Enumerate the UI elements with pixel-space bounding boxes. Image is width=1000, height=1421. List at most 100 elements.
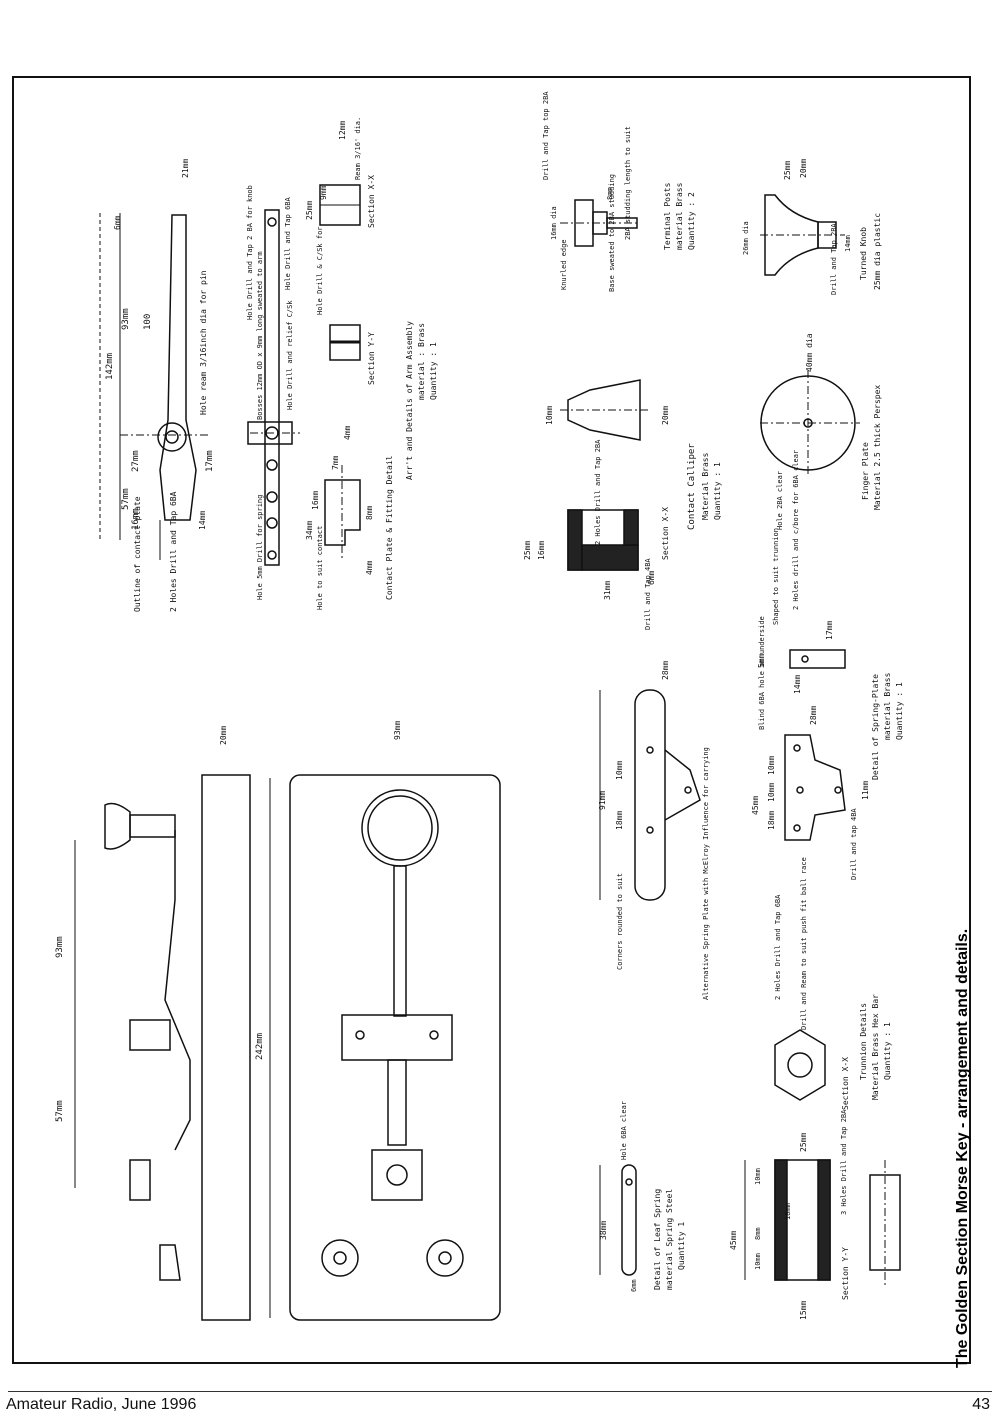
trunnion-material: Material Brass Hex Bar: [871, 994, 880, 1100]
finger-plate-material: Material 2.5 thick Perspex: [873, 385, 882, 510]
spring-plate-dim-11: 11mm: [861, 781, 870, 800]
turned-knob-note-tap: Drill and Tap 2BA: [830, 223, 838, 295]
trunnion-title: Trunnion Details: [859, 1003, 868, 1080]
spring-plate-quantity: Quantity : 1: [895, 682, 904, 740]
leaf-spring-dim-6: 6mm: [630, 1279, 638, 1292]
turned-knob-dim-25: 25mm: [783, 161, 792, 180]
arm-assembly-note-tap: Hole Drill and Tap 6BA: [284, 196, 292, 290]
arm-dim-57: 57mm: [121, 488, 131, 510]
trunnion-section-yy: Section Y-Y: [841, 1247, 850, 1300]
calliper-dim-25: 25mm: [523, 541, 532, 560]
trunnion-dim-8: 8mm: [754, 1227, 762, 1240]
calliper-dim-16: 16mm: [537, 541, 546, 560]
turned-knob-dim-20: 20mm: [799, 159, 808, 178]
finger-plate-note-hole: Hole 2BA clear: [776, 471, 784, 530]
alt-spring-note-corners: Corners rounded to suit: [616, 873, 624, 970]
footer-page-number: 43: [972, 1396, 990, 1413]
trunnion-dim-15: 15mm: [799, 1301, 808, 1320]
terminal-posts-title: Terminal Posts: [663, 182, 672, 250]
turned-knob-dim-14: 14mm: [844, 235, 852, 252]
spring-plate-title: Detail of Spring-Plate: [871, 674, 880, 780]
spring-plate-note-blind: Blind 6BA hole on underside: [758, 616, 766, 730]
section-xx-ream-note: Ream 3/16' dia.: [354, 117, 362, 180]
arm-assembly-quantity: Quantity : 1: [429, 342, 438, 400]
leaf-spring-dim-38: 38mm: [599, 1221, 608, 1240]
trunnion-note-3holes: 3 Holes Drill and Tap 2BA: [840, 1109, 848, 1215]
calliper-note-tap: Drill and Tap 4BA: [644, 558, 652, 630]
calliper-dim-20: 20mm: [661, 406, 670, 425]
alt-spring-dim-18: 18mm: [615, 811, 624, 830]
spring-plate-dim-17: 17mm: [825, 621, 834, 640]
spring-plate-dim-45: 45mm: [751, 796, 760, 815]
arm-note-ream: Hole ream 3/16inch dia for pin: [199, 270, 208, 415]
arm-assembly-dim-7: 7mm: [331, 455, 340, 470]
arm-assembly-dim-4b: 4mm: [343, 425, 352, 440]
calliper-dim-31: 31mm: [603, 581, 612, 600]
arm-note-outline: Outline of contact plate: [133, 496, 142, 612]
terminal-posts-note-tap: Drill and Tap top 2BA: [542, 91, 550, 180]
spring-plate-dim-5: 5mm: [757, 653, 766, 668]
terminal-post-detail: [560, 199, 640, 247]
arm-assembly-note-bosses: Bosses 12mm OD x 9mm long sweated to arm: [256, 251, 264, 420]
trunnion-dim-45: 45mm: [729, 1231, 738, 1250]
arm-assembly-note-spring-hole: Hole 5mm Drill for spring: [256, 495, 264, 600]
drawing-frame: [12, 76, 971, 1364]
trunnion-detail: [744, 1029, 901, 1285]
arm-assembly-note-relief: Hole Drill and relief C/Sk: [286, 300, 294, 410]
alt-spring-dim-10: 10mm: [615, 761, 624, 780]
arm-assembly-dim-8: 8mm: [365, 505, 374, 520]
finger-plate-detail: [760, 370, 860, 475]
arm-assembly-material: material : Brass: [417, 323, 426, 400]
footer-publication: Amateur Radio, June 1996: [6, 1396, 197, 1413]
terminal-posts-dim-16: 16mm dia: [550, 206, 558, 240]
spring-plate-dim-10a: 10mm: [767, 756, 776, 775]
calliper-quantity: Quantity : 1: [713, 462, 722, 520]
terminal-posts-quantity: Quantity : 2: [687, 192, 696, 250]
trunnion-section-xx: Section X-X: [841, 1057, 850, 1110]
terminal-posts-material: material Brass: [675, 182, 684, 250]
ga-plan-dim-242: 242mm: [255, 1033, 265, 1060]
spring-plate-detail: [784, 649, 846, 841]
side-elevation: [74, 774, 251, 1321]
spring-plate-dim-10b: 10mm: [767, 783, 776, 802]
trunnion-note-holes: 2 Holes Drill and Tap 6BA: [774, 894, 782, 1000]
trunnion-dim-10b: 10mm: [754, 1168, 762, 1185]
arm-assembly-note-knob: Hole Drill and Tap 2 BA for knob: [246, 185, 254, 320]
arm-dim-16: 16mm: [131, 508, 141, 530]
leaf-spring-material: material Spring Steel: [665, 1189, 674, 1290]
arm-dim-93: 93mm: [121, 308, 131, 330]
terminal-posts-note-base: Base sweated to 2BA studding: [608, 174, 616, 292]
leaf-spring-title: Detail of Leaf Spring: [653, 1189, 662, 1290]
arm-dim-21: 21mm: [181, 159, 190, 178]
spring-plate-material: material Brass: [883, 672, 892, 740]
calliper-dim-6: 6mm: [647, 570, 656, 585]
leaf-spring-detail: [599, 1164, 637, 1276]
arm-assembly-dim-9: 9mm: [319, 185, 328, 200]
terminal-posts-note-studding: 2BA studding length to suit: [624, 126, 632, 240]
arm-assembly-dim-25: 25mm: [305, 201, 314, 220]
footer-rule: [8, 1391, 992, 1392]
spring-plate-note-tap: Drill and tap 4BA: [850, 808, 858, 880]
calliper-title: Contact Calliper: [687, 443, 697, 530]
arm-note-holes: 2 Holes Drill and Tap 6BA: [169, 491, 178, 612]
trunnion-dim-25: 25mm: [799, 1133, 808, 1152]
leaf-spring-note-hole: Hole 6BA clear: [620, 1101, 628, 1160]
turned-knob-dim-26: 26mm dia: [742, 221, 750, 255]
arm-dim-14: 14mm: [198, 511, 207, 530]
alt-spring-dim-91: 91mm: [598, 791, 607, 810]
arm-assembly-title: Arr't and Details of Arm Assembly: [405, 321, 414, 480]
finger-plate-title: Finger Plate: [861, 442, 870, 500]
arm-dim-radius: 100: [143, 314, 153, 330]
plan-view: [269, 774, 501, 1321]
calliper-material: Material Brass: [701, 452, 710, 520]
arm-dim-142: 142mm: [105, 353, 115, 380]
spring-plate-dim-18: 18mm: [767, 811, 776, 830]
arm-assembly-dim-34: 34mm: [305, 521, 314, 540]
figure-caption: The Golden Section Morse Key - arrangeme…: [954, 928, 971, 1368]
alt-spring-dim-28: 28mm: [661, 661, 670, 680]
ga-plan-dim-93: 93mm: [393, 721, 402, 740]
ga-side-dim-93: 93mm: [55, 936, 65, 958]
terminal-posts-dim-8: 8mm: [606, 187, 614, 200]
trunnion-dim-10a: 10mm: [754, 1253, 762, 1270]
spring-plate-note-shaped: Shaped to suit trunnion: [772, 528, 780, 625]
